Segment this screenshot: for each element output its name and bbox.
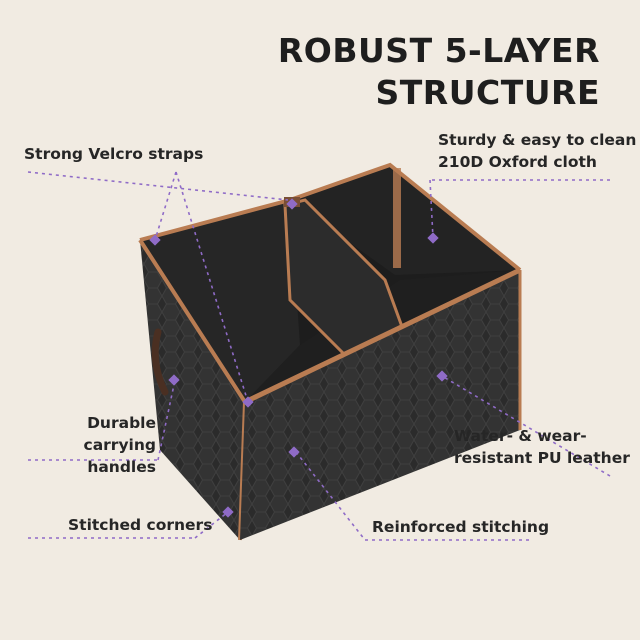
oxford-line-1: Sturdy & easy to clean xyxy=(438,131,637,149)
marker-points xyxy=(149,198,448,518)
title-line-2: STRUCTURE xyxy=(375,73,600,112)
leather-line-1: Water- & wear- xyxy=(454,427,587,445)
oxford-cloth-label: Sturdy & easy to clean 210D Oxford cloth xyxy=(438,129,636,173)
reinforced-stitching-label: Reinforced stitching xyxy=(372,518,550,536)
page-title: ROBUST 5-LAYER STRUCTURE xyxy=(278,30,600,114)
handles-line-1: Durable carrying xyxy=(83,414,156,454)
pu-leather-label: Water- & wear- resistant PU leather xyxy=(454,425,630,469)
organizer-box xyxy=(138,162,522,541)
title-line-1: ROBUST 5-LAYER xyxy=(277,31,600,70)
handles-line-2: handles xyxy=(87,458,156,476)
leather-line-2: resistant PU leather xyxy=(454,449,630,467)
stitched-corners-label: Stitched corners xyxy=(68,516,213,534)
handles-label: Durable carrying handles xyxy=(20,412,156,478)
velcro-label: Strong Velcro straps xyxy=(24,145,204,163)
oxford-line-2: 210D Oxford cloth xyxy=(438,153,597,171)
leader-lines xyxy=(27,171,611,541)
